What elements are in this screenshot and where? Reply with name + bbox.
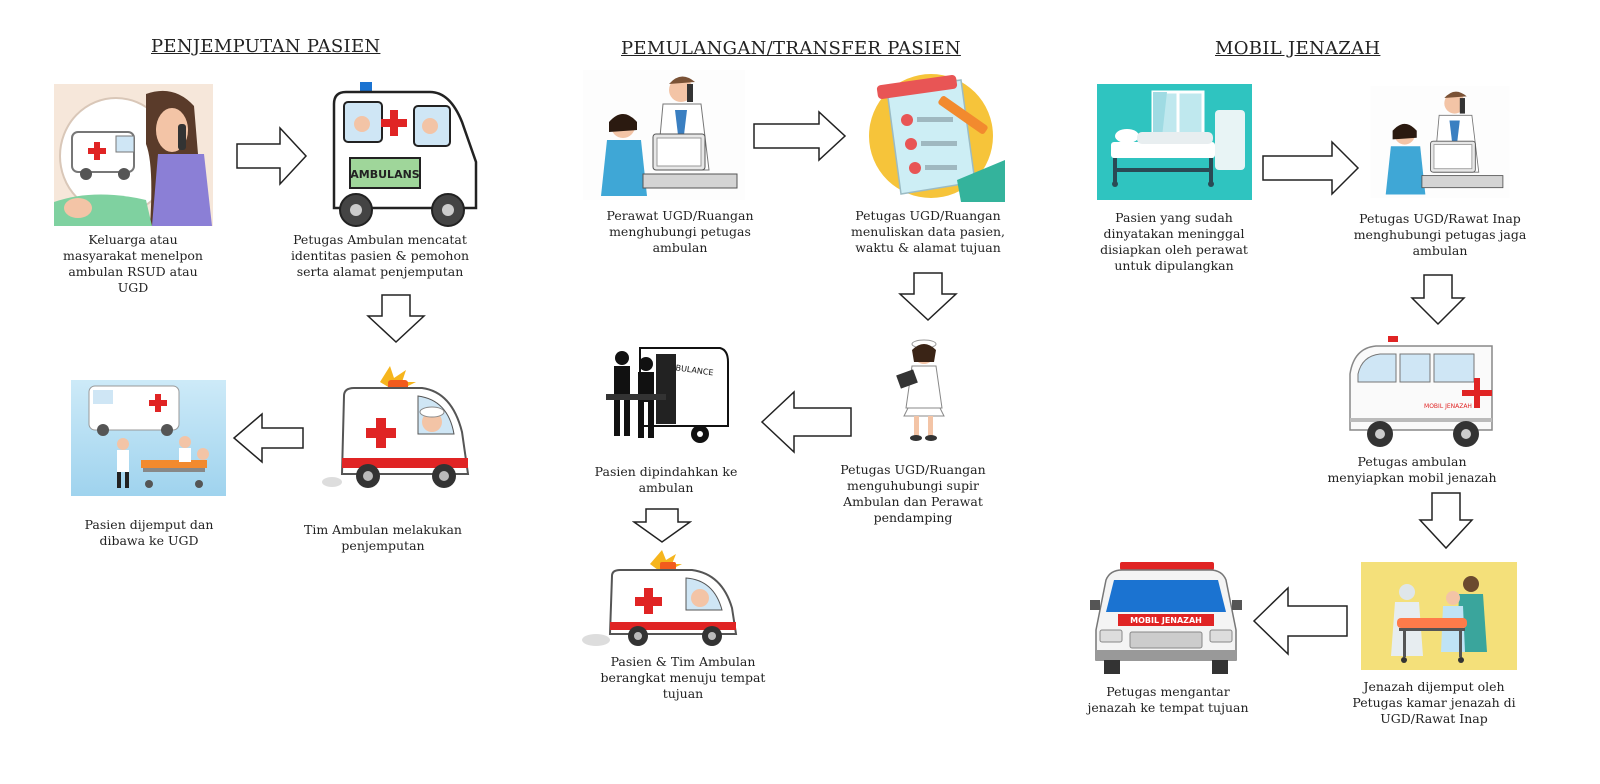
arrow-right-icon	[753, 110, 847, 162]
ambulance-front-illustration: AMBULANS	[330, 82, 480, 228]
deceased-patient-bed-illustration	[1097, 84, 1252, 200]
patient-stretcher-illustration	[71, 380, 226, 496]
nurse-clipboard-illustration	[890, 336, 956, 442]
arrow-left-icon	[760, 390, 852, 454]
step-caption: Tim Ambulan melakukan penjemputan	[304, 522, 462, 553]
clipboard-form-illustration	[857, 70, 1005, 202]
step-caption: Petugas Ambulan mencatat identitas pasie…	[290, 232, 470, 279]
hearse-van-label: MOBIL JENAZAH	[1424, 403, 1472, 410]
hearse-front-label: MOBIL JENAZAH	[1130, 616, 1202, 625]
arrow-left-icon	[1252, 586, 1348, 656]
family-phone-call-illustration	[54, 84, 213, 226]
step-caption: Keluarga atau masyarakat menelpon ambula…	[63, 232, 203, 295]
arrow-right-icon	[236, 126, 308, 186]
arrow-down-icon	[366, 294, 426, 344]
patient-loading-ambulance-illustration: AMBULANCE	[600, 338, 730, 448]
cartoon-ambulance-illustration	[322, 362, 476, 496]
arrow-down-icon	[1418, 492, 1474, 550]
step-caption: Petugas UGD/Ruangan menguhubungi supir A…	[840, 462, 986, 525]
step-caption: Pasien dijemput dan dibawa ke UGD	[84, 517, 214, 548]
arrow-right-icon	[1262, 140, 1360, 196]
step-caption: Perawat UGD/Ruangan menghubungi petugas …	[606, 208, 754, 255]
step-caption: Pasien dipindahkan ke ambulan	[594, 464, 738, 495]
arrow-left-icon	[232, 412, 304, 464]
step-caption: Petugas UGD/Ruangan menuliskan data pasi…	[850, 208, 1005, 255]
hearse-front-illustration: MOBIL JENAZAH	[1090, 560, 1242, 676]
arrow-down-icon	[632, 508, 692, 544]
step-caption: Petugas ambulan menyiapkan mobil jenazah	[1327, 454, 1497, 485]
step-caption: Petugas mengantar jenazah ke tempat tuju…	[1087, 684, 1249, 715]
step-caption: Petugas UGD/Rawat Inap menghubungi petug…	[1353, 211, 1527, 258]
nurse-doctor-phone-illustration	[583, 70, 745, 200]
morgue-staff-illustration	[1361, 562, 1517, 670]
cartoon-ambulance-departing-illustration	[582, 548, 746, 650]
section-title-hearse: MOBIL JENAZAH	[1215, 38, 1381, 59]
arrow-down-icon	[1410, 274, 1466, 326]
step-caption: Jenazah dijemput oleh Petugas kamar jena…	[1352, 679, 1516, 726]
arrow-down-icon	[898, 272, 958, 322]
step-caption: Pasien yang sudah dinyatakan meninggal d…	[1100, 210, 1248, 273]
nurse-doctor-phone-illustration	[1364, 86, 1516, 198]
section-title-transfer: PEMULANGAN/TRANSFER PASIEN	[621, 38, 961, 59]
hearse-van-illustration: MOBIL JENAZAH	[1346, 334, 1496, 450]
step-caption: Pasien & Tim Ambulan berangkat menuju te…	[600, 654, 766, 701]
section-title-pickup: PENJEMPUTAN PASIEN	[151, 36, 381, 57]
ambulance-side-label: AMBULANS	[350, 168, 420, 181]
